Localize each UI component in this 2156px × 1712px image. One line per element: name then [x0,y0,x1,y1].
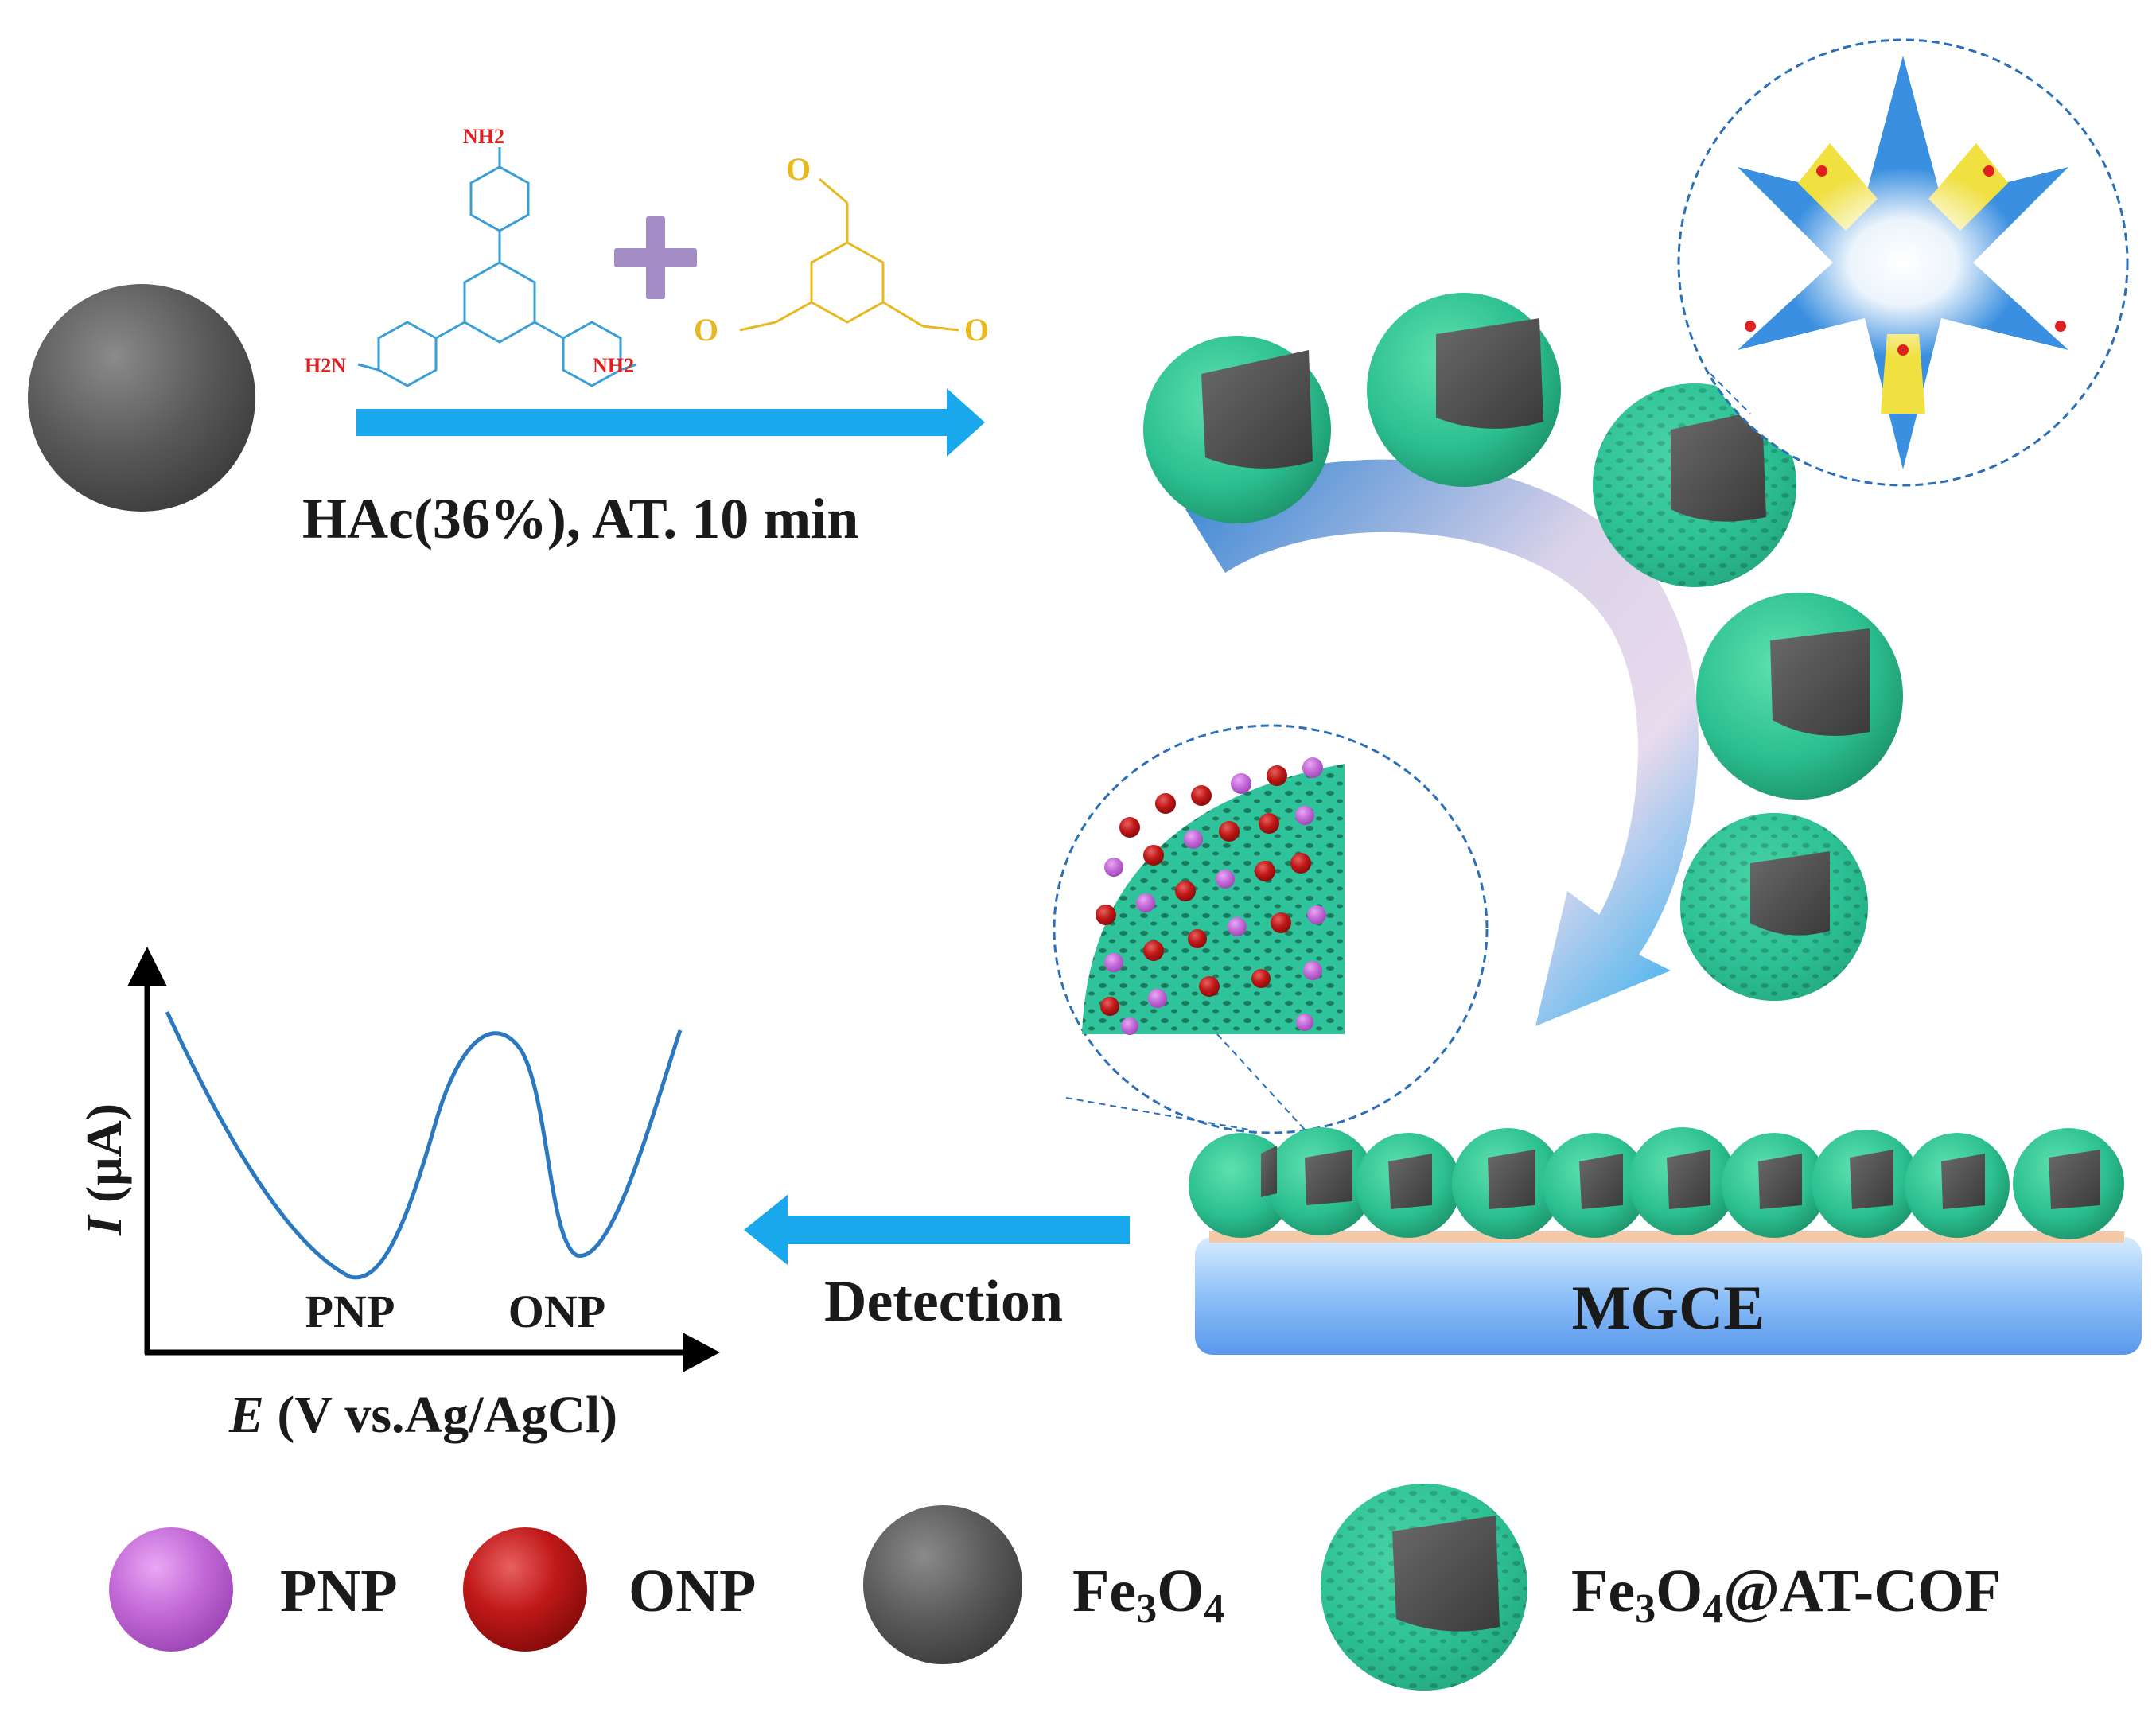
legend-onp-label: ONP [629,1558,756,1624]
y-axis-arrowhead [127,947,167,986]
detection-arrow [744,1195,1130,1265]
legend-composite-label: Fe3O4@AT-COF [1571,1558,2002,1632]
cof-sphere-stage-5 [1680,813,1868,1001]
cof-sphere-stage-4 [1696,593,1903,800]
fe3o4-sphere [28,284,255,512]
x-axis-arrowhead [683,1333,720,1372]
cof-growth-sequence [1143,293,1903,1001]
electrode-label: MGCE [1572,1273,1765,1342]
cof-framework [1738,56,2068,469]
synthesis-arrow [356,388,985,457]
legend-pnp-label: PNP [280,1558,398,1624]
plus-icon [614,216,697,299]
aldehyde-o-left: O [694,312,718,348]
peak-label-onp: ONP [508,1286,605,1337]
legend-fe3o4-label: Fe3O4 [1072,1558,1224,1632]
mgce-electrode [1189,1127,2142,1355]
voltammogram-curve [165,1010,683,1280]
voltammogram-plot [127,947,720,1372]
adsorbed-molecules [1096,757,1326,1035]
cof-sphere-stage-3 [1593,383,1796,587]
peak-label-pnp: PNP [305,1286,395,1337]
y-axis-label: I (μA) [76,1103,132,1236]
detection-label: Detection [824,1269,1063,1334]
amine-top-label: NH2 [463,125,504,148]
legend-fe3o4-sphere [863,1505,1022,1664]
triamine-monomer [357,147,637,387]
trialdehyde-monomer [739,177,959,332]
cof-sphere-stage-1 [1143,336,1331,523]
cof-structure-zoom [1677,38,2129,487]
amine-right-label: NH2 [593,354,634,377]
legend-composite-sphere [1321,1484,1527,1691]
cof-sphere-stage-2 [1367,293,1561,487]
legend: PNP ONP Fe3O4 Fe3O4@AT-COF [109,1484,2002,1691]
legend-pnp-sphere [109,1527,233,1652]
aldehyde-o-right: O [964,312,989,348]
x-axis-label: E (V vs.Ag/AgCl) [228,1386,617,1444]
aldehyde-o-top: O [786,151,811,187]
electrode-cof-layer [1189,1127,2124,1239]
reaction-condition: HAc(36%), AT. 10 min [302,487,858,551]
amine-left-label: H2N [305,354,346,377]
adsorption-zoom [1053,724,1489,1134]
legend-onp-sphere [463,1527,587,1652]
